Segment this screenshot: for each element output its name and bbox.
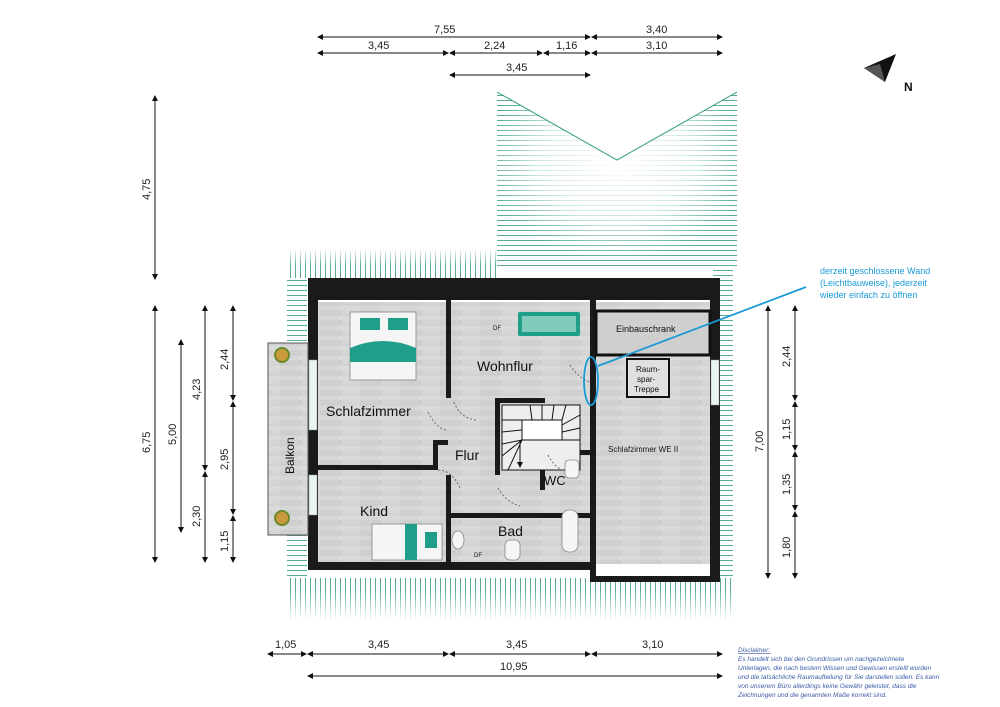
svg-text:N: N [904,80,913,94]
roof-top-left [287,248,497,278]
svg-text:1,35: 1,35 [781,474,793,495]
svg-text:und die tatsächliche Raumaufte: und die tatsächliche Raumaufteilung für … [738,674,940,681]
svg-text:2,30: 2,30 [191,506,203,527]
svg-text:4,75: 4,75 [141,179,153,200]
bath-fixtures [451,459,580,561]
windows [308,359,720,516]
dimension-labels: 7,55 3,40 3,45 2,24 1,16 3,10 3,45 4,75 … [141,24,793,673]
room-schlafzimmer: Schlafzimmer [326,403,411,419]
svg-text:2,24: 2,24 [484,40,505,52]
svg-text:Disclaimer:: Disclaimer: [738,647,770,654]
svg-text:2,95: 2,95 [219,449,231,470]
svg-text:1,16: 1,16 [556,40,577,52]
svg-text:7,00: 7,00 [754,431,766,452]
raumspar-treppe-box [626,358,670,398]
bed-kind [371,523,443,561]
svg-text:3,10: 3,10 [642,639,663,651]
disclaimer: Disclaimer: Es handelt sich bei den Grun… [737,647,940,699]
svg-text:Zeichnungen und die genannten: Zeichnungen und die genannten Maße korre… [737,692,887,699]
sofa-wohnflur [518,312,580,336]
svg-text:5,00: 5,00 [167,424,179,445]
svg-text:2,44: 2,44 [219,349,231,370]
svg-text:1,80: 1,80 [781,537,793,558]
svg-text:von unserem Büro allerdings ke: von unserem Büro allerdings keine Gewähr… [738,683,917,690]
svg-text:7,55: 7,55 [434,24,455,36]
svg-text:1,05: 1,05 [275,639,296,651]
room-balkon: Balkon [283,437,297,474]
bed-schlafzimmer [349,311,417,381]
room-wohnflur: Wohnflur [477,358,533,374]
df-wohnflur-label: DF [493,326,501,332]
svg-text:Unterlagen, die nach bestem Wi: Unterlagen, die nach bestem Wissen und G… [738,665,932,672]
svg-text:3,45: 3,45 [368,40,389,52]
svg-text:3,45: 3,45 [506,62,527,74]
room-flur: Flur [455,447,479,463]
room-labels: Schlafzimmer Wohnflur Flur Kind Bad WC B… [283,324,678,559]
room-einbauschrank: Einbauschrank [616,324,676,334]
room-kind: Kind [360,503,388,519]
einbauschrank-box [594,309,712,357]
svg-text:Es handelt sich bei den Grundr: Es handelt sich bei den Grundrissen um n… [738,656,905,663]
wall-annotation: derzeit geschlossene Wand (Leichtbauweis… [583,266,930,406]
balcony [267,342,309,536]
svg-text:derzeit geschlossene Wand: derzeit geschlossene Wand [820,266,930,276]
north-arrow-icon: N [864,54,913,94]
room-schlafzimmer-we2: Schlafzimmer WE II [608,445,678,454]
svg-text:6,75: 6,75 [141,432,153,453]
svg-text:4,23: 4,23 [191,379,203,400]
svg-text:3,10: 3,10 [646,40,667,52]
svg-text:1,15: 1,15 [219,531,231,552]
svg-text:2,44: 2,44 [781,346,793,367]
svg-text:3,45: 3,45 [506,639,527,651]
staircase [501,404,581,471]
svg-text:3,40: 3,40 [646,24,667,36]
room-wc: WC [544,473,566,488]
room-raumspar-3: Treppe [634,385,660,394]
svg-text:wieder einfach zu öffnen: wieder einfach zu öffnen [819,290,917,300]
svg-text:3,45: 3,45 [368,639,389,651]
room-raumspar-2: spar- [637,375,656,384]
roof-dormer [496,91,738,268]
plant-icon [274,347,290,363]
dimension-lines [152,34,798,679]
svg-text:1,15: 1,15 [781,419,793,440]
svg-text:(Leichtbauweise), jederzeit: (Leichtbauweise), jederzeit [820,278,928,288]
room-bad: Bad [498,523,523,539]
svg-text:10,95: 10,95 [500,661,528,673]
roof-bottom [287,578,735,620]
plant-icon [274,510,290,526]
room-raumspar-1: Raum- [636,365,660,374]
df-bad-label: DF [474,553,482,559]
